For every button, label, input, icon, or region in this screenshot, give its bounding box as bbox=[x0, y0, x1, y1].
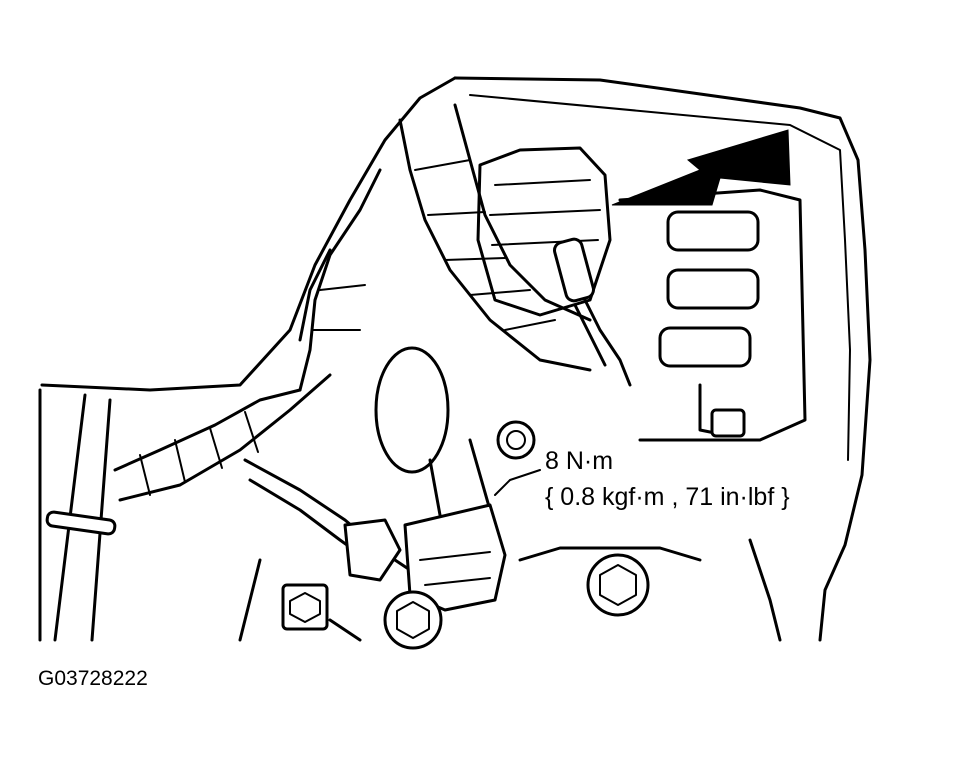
torque-value-alternate-units: { 0.8 kgf·m , 71 in·lbf } bbox=[545, 483, 790, 511]
knock-sensor bbox=[243, 346, 507, 612]
torque-value-nm: 8 N·m bbox=[545, 447, 614, 475]
bolt-icon bbox=[281, 583, 329, 631]
bolt-icon bbox=[496, 420, 536, 460]
leader-line bbox=[494, 469, 541, 496]
wiring-harness bbox=[113, 103, 592, 502]
ribbed-bracket bbox=[618, 188, 807, 442]
sensor-connector bbox=[476, 146, 632, 387]
pointer-arrow-icon bbox=[611, 129, 791, 206]
figure-id: G03728222 bbox=[38, 667, 148, 690]
left-strut bbox=[45, 393, 117, 642]
bolt-icon bbox=[586, 553, 650, 617]
bolt-icon bbox=[383, 590, 443, 650]
engine-body-outline bbox=[38, 76, 872, 642]
